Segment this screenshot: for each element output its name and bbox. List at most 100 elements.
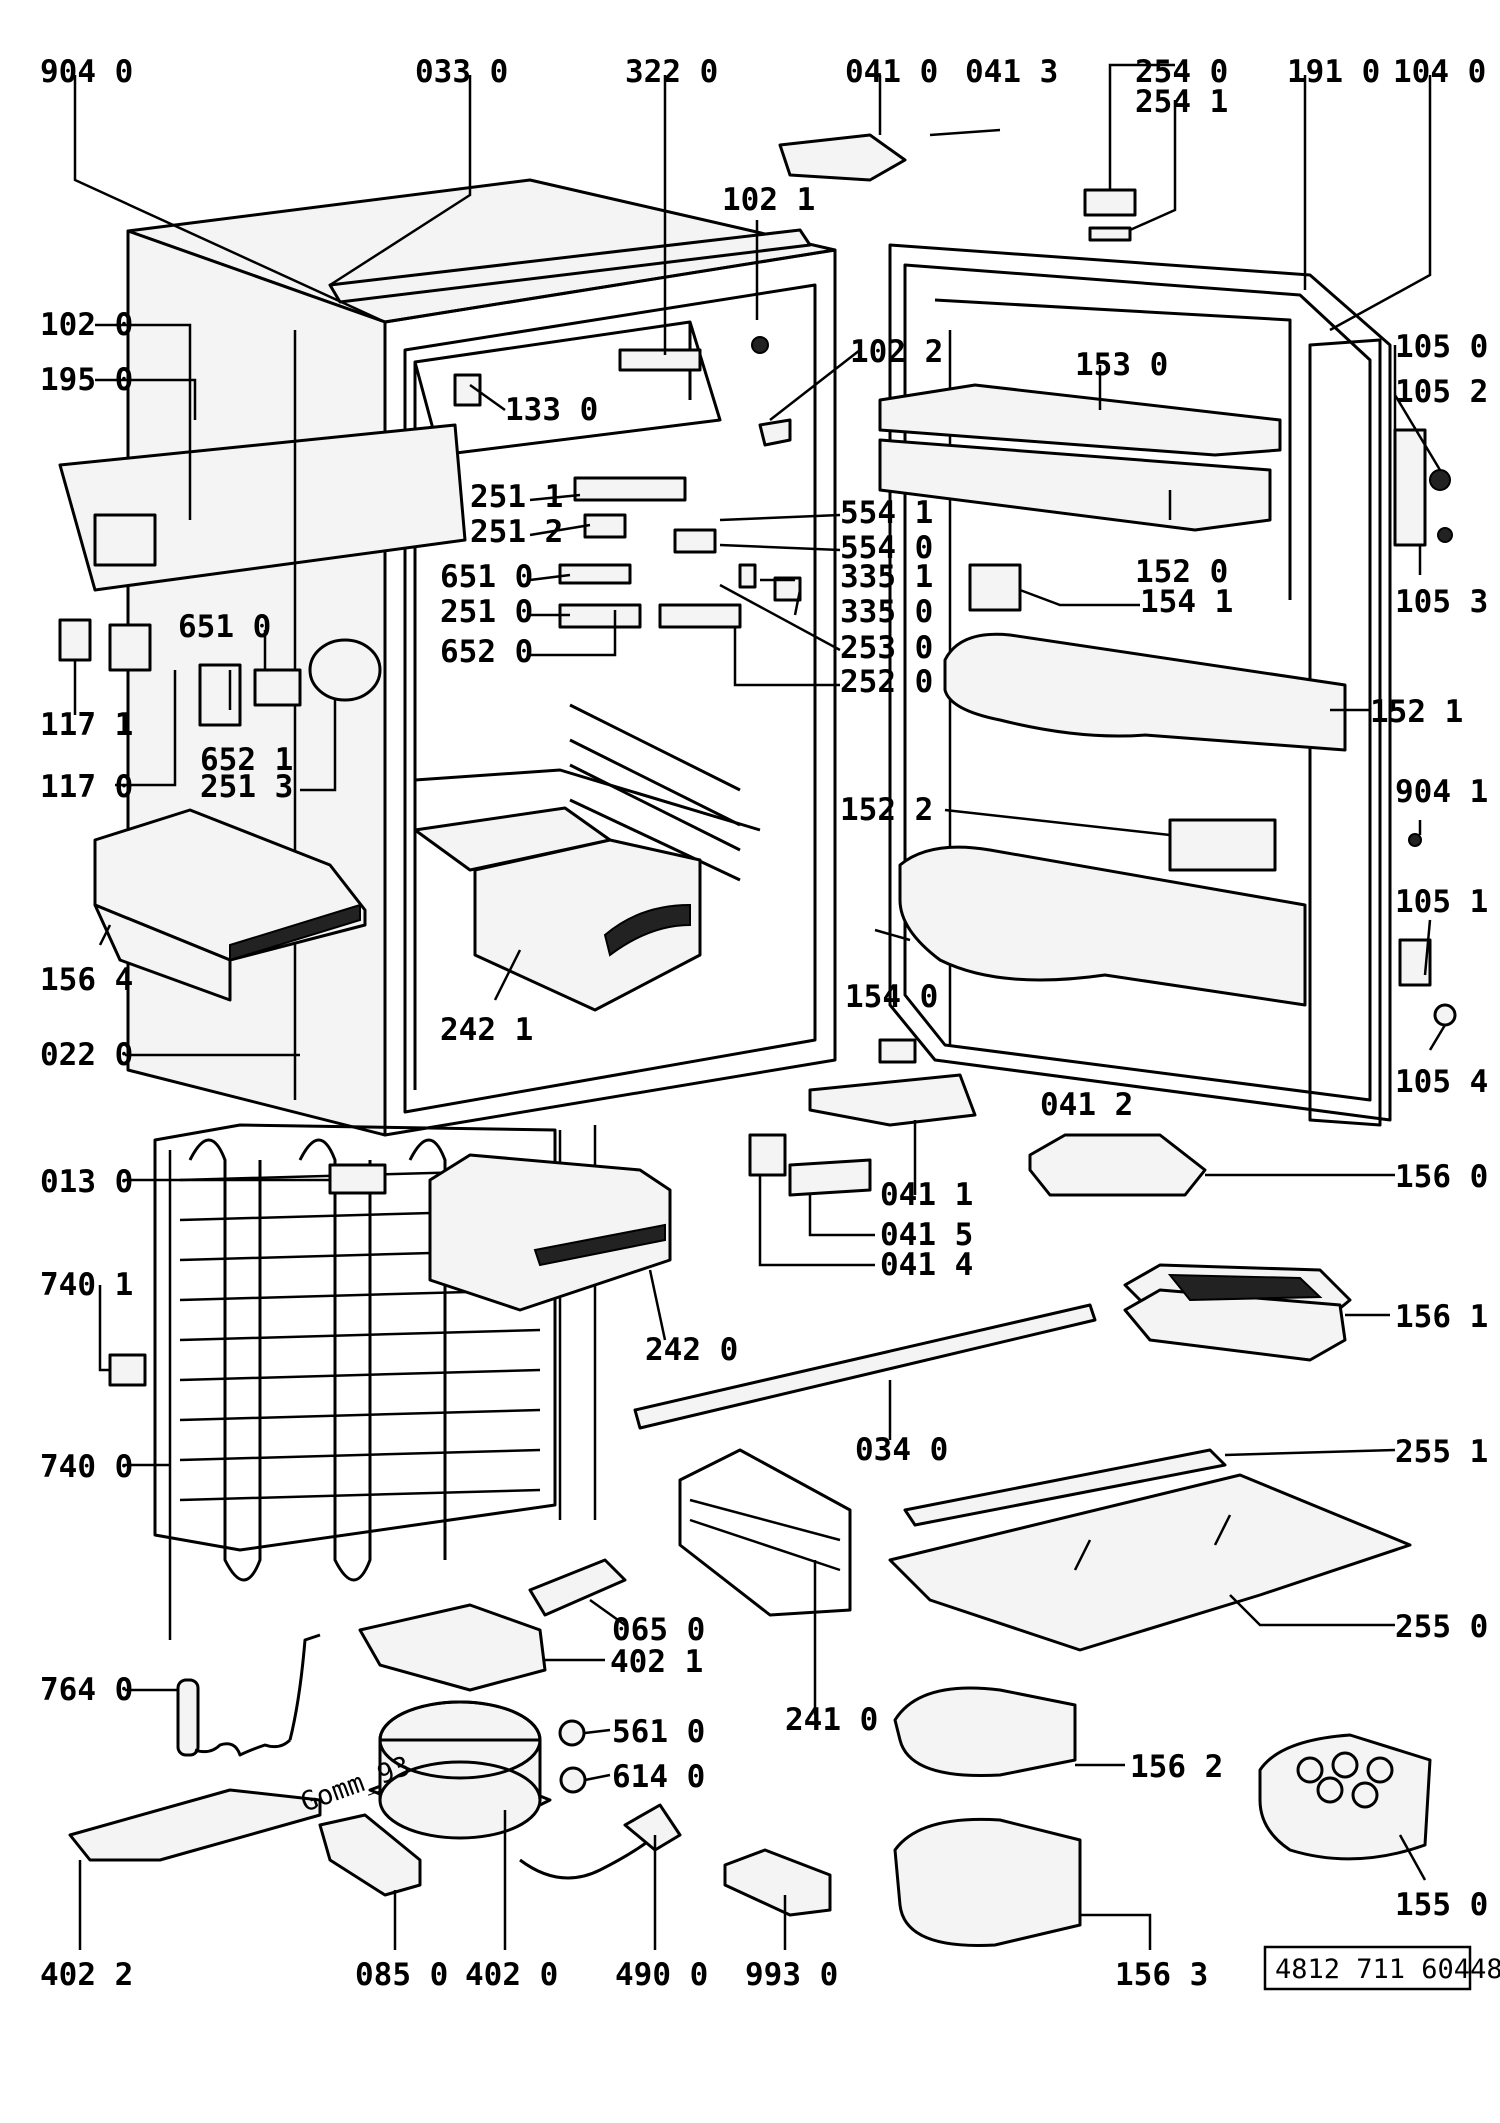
label-251-1: 251 1 <box>470 479 563 515</box>
label-335-0: 335 0 <box>840 594 933 630</box>
label-251-3: 251 3 <box>200 769 293 805</box>
label-251-0: 251 0 <box>440 594 533 630</box>
crisper-242-0 <box>428 1153 672 1312</box>
freezer-drawer-156-4 <box>93 808 367 1002</box>
label-133-0: 133 0 <box>505 392 598 428</box>
label-253-0: 253 0 <box>840 630 933 666</box>
label-105-0: 105 0 <box>1395 329 1488 365</box>
label-651-0-lower: 651 0 <box>178 609 271 645</box>
label-105-1: 105 1 <box>1395 884 1488 920</box>
label-105-4: 105 4 <box>1395 1064 1488 1100</box>
label-041-0: 041 0 <box>845 54 938 90</box>
foot-085-0 <box>318 1813 422 1897</box>
label-255-1: 255 1 <box>1395 1434 1488 1470</box>
door <box>748 133 1392 1197</box>
label-155-0: 155 0 <box>1395 1887 1488 1923</box>
label-251-2: 251 2 <box>470 514 563 550</box>
label-402-0: 402 0 <box>465 1957 558 1993</box>
label-652-1: 652 1 <box>200 742 293 778</box>
reference-code: 4812 711 60448 <box>1275 1954 1500 1985</box>
label-156-4: 156 4 <box>40 962 133 998</box>
label-254-0: 254 0 <box>1135 54 1228 90</box>
ice-cube-tray-156-1 <box>1123 1263 1352 1362</box>
glass-shelf-255-0 <box>888 1448 1412 1652</box>
label-561-0: 561 0 <box>612 1714 705 1750</box>
label-117-1: 117 1 <box>40 707 133 743</box>
label-102-1: 102 1 <box>722 182 815 218</box>
door-small-parts <box>1083 188 1457 1027</box>
thermostat-capillary-764-0 <box>176 1633 321 1757</box>
clip-740-1 <box>108 1353 147 1387</box>
label-117-0: 117 0 <box>40 769 133 805</box>
bracket-013-0 <box>328 1163 387 1195</box>
power-cable-490-0 <box>519 1803 682 1880</box>
label-085-0: 085 0 <box>355 1957 448 1993</box>
label-152-1: 152 1 <box>1370 694 1463 730</box>
label-402-1: 402 1 <box>610 1644 703 1680</box>
thermostat-knob-assembly <box>58 618 382 727</box>
label-554-0: 554 0 <box>840 530 933 566</box>
label-041-4: 041 4 <box>880 1247 973 1283</box>
label-254-1: 254 1 <box>1135 84 1228 120</box>
label-104-0: 104 0 <box>1393 54 1486 90</box>
label-614-0: 614 0 <box>612 1759 705 1795</box>
label-241-0: 241 0 <box>785 1702 878 1738</box>
label-102-0: 102 0 <box>40 307 133 343</box>
label-490-0: 490 0 <box>615 1957 708 1993</box>
label-252-0: 252 0 <box>840 664 933 700</box>
label-904-0: 904 0 <box>40 54 133 90</box>
label-152-2: 152 2 <box>840 792 933 828</box>
label-033-0: 033 0 <box>415 54 508 90</box>
label-153-0: 153 0 <box>1075 347 1168 383</box>
reference-code-box: 4812 711 60448 <box>1263 1945 1500 1991</box>
butter-compartment-156-0 <box>1028 1133 1207 1197</box>
label-102-2: 102 2 <box>850 334 943 370</box>
label-041-3: 041 3 <box>965 54 1058 90</box>
label-322-0: 322 0 <box>625 54 718 90</box>
label-154-1: 154 1 <box>1140 584 1233 620</box>
leader-lines <box>73 63 1447 1950</box>
drain-tube-065-0 <box>528 1558 627 1617</box>
label-013-0: 013 0 <box>40 1164 133 1200</box>
evaporator-cover-panel <box>58 330 467 1100</box>
label-255-0: 255 0 <box>1395 1609 1488 1645</box>
label-105-3: 105 3 <box>1395 584 1488 620</box>
label-041-1: 041 1 <box>880 1177 973 1213</box>
label-152-0: 152 0 <box>1135 554 1228 590</box>
label-105-2: 105 2 <box>1395 374 1488 410</box>
label-022-0: 022 0 <box>40 1037 133 1073</box>
wire-rack-241-0 <box>678 1448 852 1617</box>
label-041-5: 041 5 <box>880 1217 973 1253</box>
label-242-0: 242 0 <box>645 1332 738 1368</box>
label-242-1: 242 1 <box>440 1012 533 1048</box>
label-065-0: 065 0 <box>612 1612 705 1648</box>
egg-containers <box>893 1686 1432 1947</box>
label-652-0: 652 0 <box>440 634 533 670</box>
label-335-1: 335 1 <box>840 559 933 595</box>
label-191-0: 191 0 <box>1287 54 1380 90</box>
label-156-1: 156 1 <box>1395 1299 1488 1335</box>
front-strip-034-0 <box>633 1303 1097 1430</box>
relay-614-0 <box>559 1766 587 1794</box>
part-labels: 904 0 033 0 322 0 041 0 041 3 254 0 254 … <box>40 54 1488 1993</box>
label-034-0: 034 0 <box>855 1432 948 1468</box>
label-651-0-upper: 651 0 <box>440 559 533 595</box>
label-156-0: 156 0 <box>1395 1159 1488 1195</box>
label-740-1: 740 1 <box>40 1267 133 1303</box>
label-554-1: 554 1 <box>840 495 933 531</box>
relay-561-0 <box>558 1719 586 1747</box>
label-195-0: 195 0 <box>40 362 133 398</box>
label-156-2: 156 2 <box>1130 1749 1223 1785</box>
base-bracket-402-2 <box>68 1788 322 1862</box>
label-993-0: 993 0 <box>745 1957 838 1993</box>
ice-scraper-993-0 <box>723 1848 832 1917</box>
label-041-2: 041 2 <box>1040 1087 1133 1123</box>
label-154-0: 154 0 <box>845 979 938 1015</box>
label-156-3: 156 3 <box>1115 1957 1208 1993</box>
label-740-0: 740 0 <box>40 1449 133 1485</box>
label-764-0: 764 0 <box>40 1672 133 1708</box>
label-904-1: 904 1 <box>1395 774 1488 810</box>
compressor-tray-402-1 <box>358 1603 547 1692</box>
label-402-2: 402 2 <box>40 1957 133 1993</box>
